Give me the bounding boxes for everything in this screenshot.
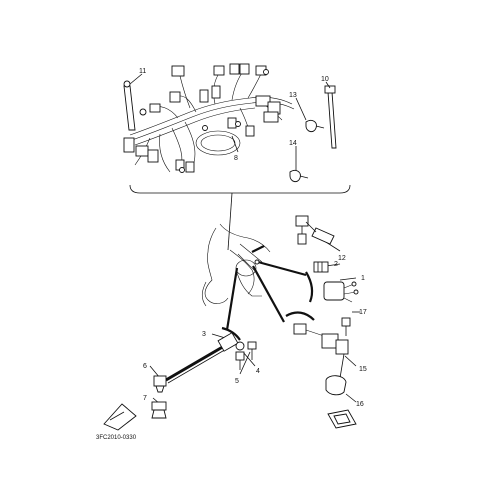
- callout-3: 3: [202, 331, 206, 338]
- part-11-strap: [123, 80, 136, 131]
- callout-8: 8: [234, 155, 238, 162]
- callout-1: 1: [361, 275, 365, 282]
- callout-11: 11: [139, 68, 146, 75]
- frame-outline: [201, 223, 271, 307]
- section-arc-lower: [285, 311, 315, 321]
- part-1-relay: [323, 281, 359, 303]
- diagram-code: 3FC2010-0330: [96, 435, 137, 441]
- callout-4: 4: [256, 368, 260, 375]
- callout-13: 13: [289, 92, 297, 99]
- callout-12: 12: [338, 255, 346, 262]
- callout-5: 5: [235, 378, 239, 385]
- callout-labels: 11 10 13 14 8 12 2 1 17 3 4 5 6 7 15 16: [139, 68, 367, 408]
- callout-14: 14: [289, 140, 297, 147]
- part-15-sender: [293, 323, 349, 396]
- part-5-bolt: [235, 351, 245, 370]
- connector: [171, 65, 185, 77]
- callout-6: 6: [143, 363, 147, 370]
- callout-17: 17: [359, 309, 367, 316]
- part-12-sensor: [295, 215, 335, 245]
- callout-16: 16: [356, 401, 364, 408]
- part-13-clamp: [305, 119, 325, 133]
- part-10-band: [324, 85, 337, 149]
- part-17-screw: [341, 317, 351, 336]
- front-arrow-icon: [103, 403, 137, 431]
- callout-2: 2: [334, 261, 338, 268]
- part-2-bolt: [313, 261, 329, 273]
- part-4-bolt: [247, 341, 257, 360]
- group-bracket: [129, 184, 351, 194]
- section-arc-left: [221, 326, 241, 341]
- part-16-gasket: [327, 409, 357, 429]
- part-3-rod: [165, 332, 245, 384]
- callout-10: 10: [321, 76, 329, 83]
- callout-7: 7: [143, 395, 147, 402]
- leader-lines: [129, 73, 360, 405]
- wire-harness: [123, 63, 295, 173]
- part-7-knob: [151, 401, 167, 419]
- part-14-clamp: [289, 169, 309, 183]
- callout-15: 15: [359, 366, 367, 373]
- part-6-fitting: [153, 375, 167, 393]
- section-arc-right: [305, 271, 314, 303]
